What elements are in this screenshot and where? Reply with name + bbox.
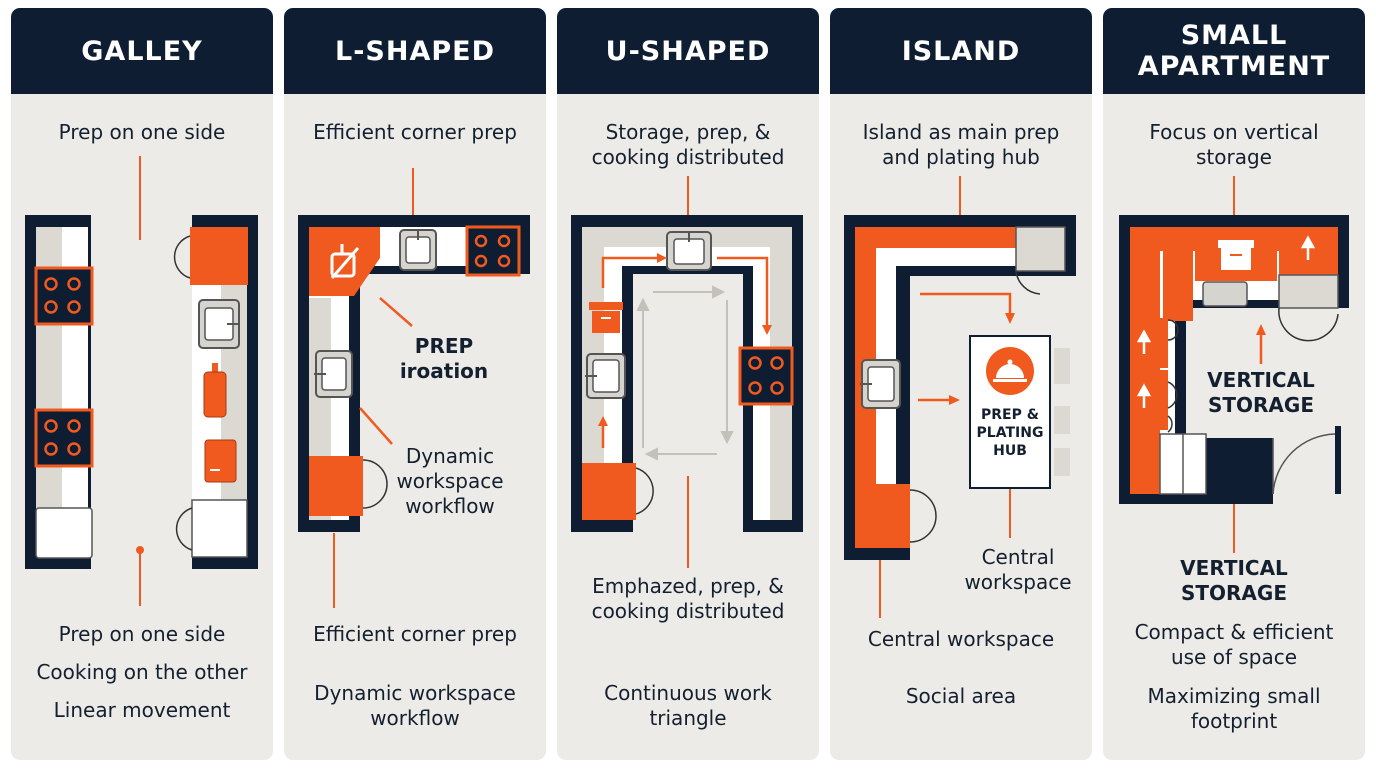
cooktop-icon — [738, 346, 794, 406]
appliance-icon — [1278, 274, 1339, 309]
sink-icon — [198, 299, 240, 349]
bottom-label: Linear movement — [53, 698, 231, 722]
panel-title: SMALL APARTMENT — [1103, 8, 1365, 94]
panel-small-apartment: SMALL APARTMENT Focus on vertical storag… — [1103, 8, 1365, 760]
flow-arrows — [601, 256, 769, 448]
top-label: Efficient corner prep — [313, 120, 517, 144]
fridge-icon — [855, 484, 910, 548]
island-floor-plan — [844, 176, 1076, 618]
appliance-icon — [35, 507, 93, 559]
panel-title: GALLEY — [11, 8, 273, 94]
fridge-icon — [309, 456, 363, 516]
l-shaped-floor-plan — [298, 168, 530, 608]
bottom-label: Dynamic workspace workflow — [314, 681, 516, 730]
cloche-icon — [986, 347, 1034, 395]
panel-title: ISLAND — [830, 8, 1092, 94]
top-label: Focus on vertical storage — [1149, 120, 1319, 169]
sink-icon — [1202, 281, 1248, 307]
bar-stool — [1054, 448, 1070, 476]
callout-prep-rotation: PREP iroation — [399, 334, 489, 383]
up-arrow-icon — [1136, 383, 1152, 408]
bottom-label: Continuous work triangle — [604, 681, 772, 730]
cooktop-icon — [465, 225, 521, 277]
fridge-icon — [582, 463, 636, 520]
small-apartment-floor-plan — [1119, 176, 1349, 553]
top-label: Prep on one side — [58, 120, 226, 144]
panel-l-shaped: L-SHAPED Efficient corner prep — [284, 8, 546, 760]
callout-vertical-storage: VERTICAL STORAGE — [1180, 556, 1288, 605]
cooktop-icon — [34, 408, 94, 468]
cooktop-icon — [34, 266, 94, 326]
bottom-label: Central workspace — [867, 627, 1055, 651]
bottom-label: Social area — [905, 684, 1017, 708]
callout-vertical-storage: VERTICAL STORAGE — [1207, 368, 1315, 417]
sink-icon — [860, 359, 901, 409]
door-swing — [1272, 433, 1336, 495]
tall-cabinet — [1130, 318, 1168, 368]
panel-title: L-SHAPED — [284, 8, 546, 94]
sink-icon — [314, 350, 353, 398]
bottom-label: Efficient corner prep — [313, 622, 517, 646]
storage-box-icon — [589, 302, 623, 333]
knife-board-icon — [330, 244, 360, 279]
top-label: Storage, prep, & cooking distributed — [591, 120, 785, 169]
callout-dynamic-workflow: Dynamic workspace workflow — [396, 444, 504, 518]
bottom-label: Compact & efficient use of space — [1134, 620, 1334, 669]
panel-title: U-SHAPED — [557, 8, 819, 94]
sink-icon — [399, 229, 437, 271]
bottom-label: Prep on one side — [58, 622, 226, 646]
panel-u-shaped: U-SHAPED Storage, prep, & cooking distri… — [557, 8, 819, 760]
panel-galley: GALLEY Prep on one side — [11, 8, 273, 760]
up-arrow-icon — [1136, 329, 1152, 354]
island-hub-label: PREP & PLATING HUB — [976, 407, 1044, 459]
galley-floor-plan — [25, 156, 258, 606]
panel-island: ISLAND Island as main prep and plating h… — [830, 8, 1092, 760]
u-shaped-floor-plan — [571, 176, 803, 568]
prep-board-icon — [204, 439, 237, 483]
callout-distributed: Emphazed, prep, & cooking distributed — [591, 574, 785, 623]
storage-box-icon — [1218, 240, 1254, 270]
up-arrow-icon — [1300, 235, 1316, 260]
door-frame — [1335, 426, 1341, 494]
work-triangle-arrows — [636, 285, 734, 461]
appliance-icon — [191, 499, 248, 558]
bottom-label: Maximizing small footprint — [1147, 684, 1321, 733]
fridge-icon — [190, 227, 248, 285]
appliance-icon — [1015, 226, 1066, 272]
sink-icon — [666, 231, 712, 271]
sink-icon — [585, 353, 626, 399]
top-label: Island as main prep and plating hub — [862, 120, 1060, 169]
tall-cabinet — [1130, 370, 1168, 430]
bar-stool — [1054, 348, 1070, 384]
callout-central-workspace: Central workspace — [964, 545, 1072, 594]
bottom-label: Cooking on the other — [36, 660, 248, 684]
cutting-board-icon — [203, 363, 227, 418]
bar-stool — [1054, 406, 1070, 434]
